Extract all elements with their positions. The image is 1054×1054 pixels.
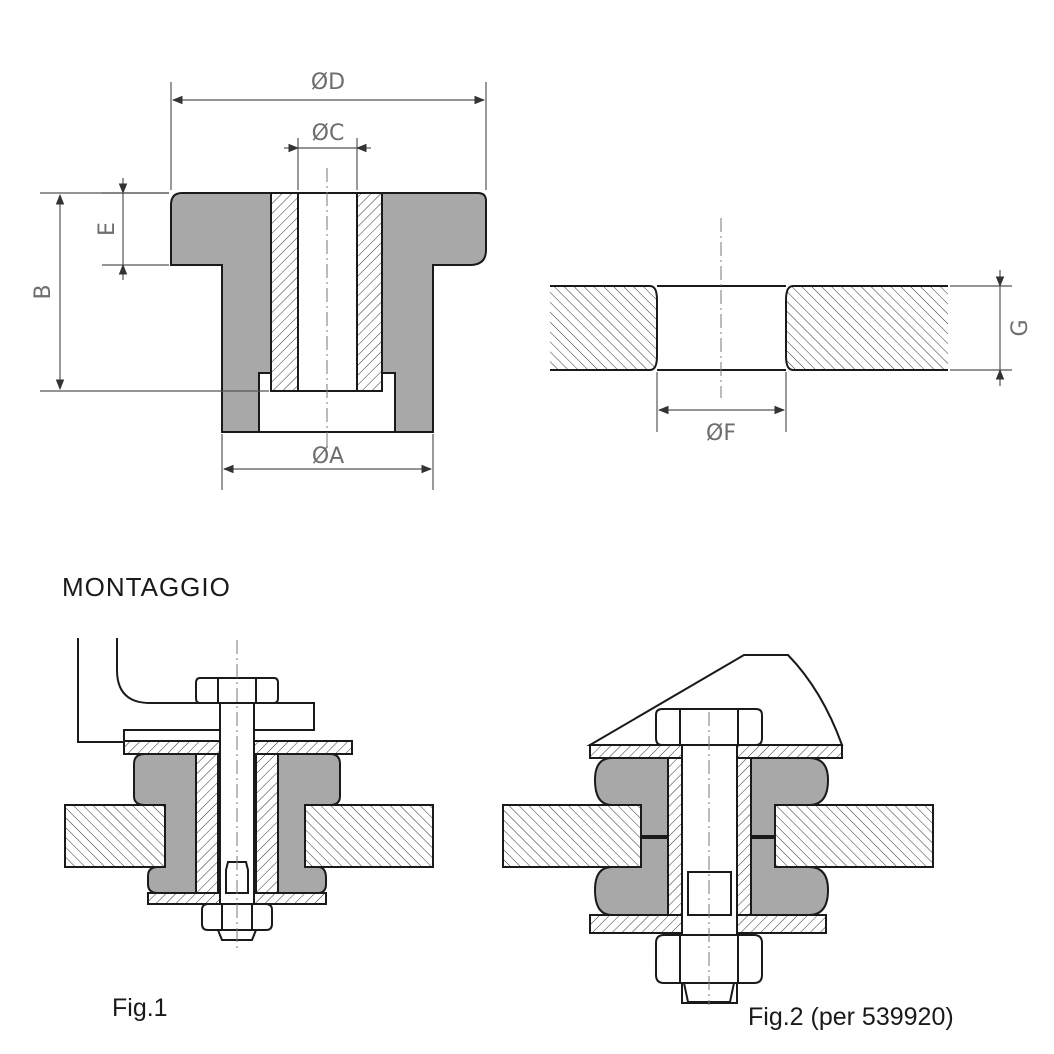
- bushing-dimensions: ØD ØC E B ØA: [31, 70, 487, 490]
- bushing-section: [170, 168, 487, 448]
- dim-label-E: E: [95, 222, 120, 236]
- sleeve-wall-right: [356, 192, 383, 392]
- fig2-assembly: [502, 654, 934, 1005]
- fig1-caption: Fig.1: [112, 994, 168, 1022]
- dim-label-G: G: [1008, 319, 1033, 336]
- fig1-panel-left: [64, 804, 166, 868]
- panel-right: [785, 285, 948, 371]
- dim-label-F: ØF: [706, 421, 736, 446]
- fig2-caption: Fig.2 (per 539920): [748, 1003, 954, 1031]
- section-title: MONTAGGIO: [62, 572, 231, 602]
- dim-label-A: ØA: [312, 444, 344, 469]
- sleeve-wall-left: [270, 192, 299, 392]
- fig2-bracket: [586, 654, 844, 746]
- dim-label-C: ØC: [312, 121, 345, 146]
- panel-left: [550, 285, 658, 371]
- panel-hole-section: [550, 218, 948, 398]
- fig2-panel-left: [502, 804, 642, 868]
- dim-label-B: B: [31, 284, 56, 299]
- fig2-bolt-head: [655, 708, 763, 746]
- fig2-sleeve-right: [736, 757, 752, 916]
- panel-dimensions: G ØF: [656, 270, 1033, 446]
- fig1-sleeve-right: [255, 753, 279, 894]
- fig1-assembly: [64, 638, 434, 948]
- fig1-panel-right: [304, 804, 434, 868]
- fig2-sleeve-left: [667, 757, 683, 916]
- dim-label-D: ØD: [311, 70, 345, 95]
- fig1-sleeve-left: [195, 753, 219, 894]
- fig2-panel-right: [774, 804, 934, 868]
